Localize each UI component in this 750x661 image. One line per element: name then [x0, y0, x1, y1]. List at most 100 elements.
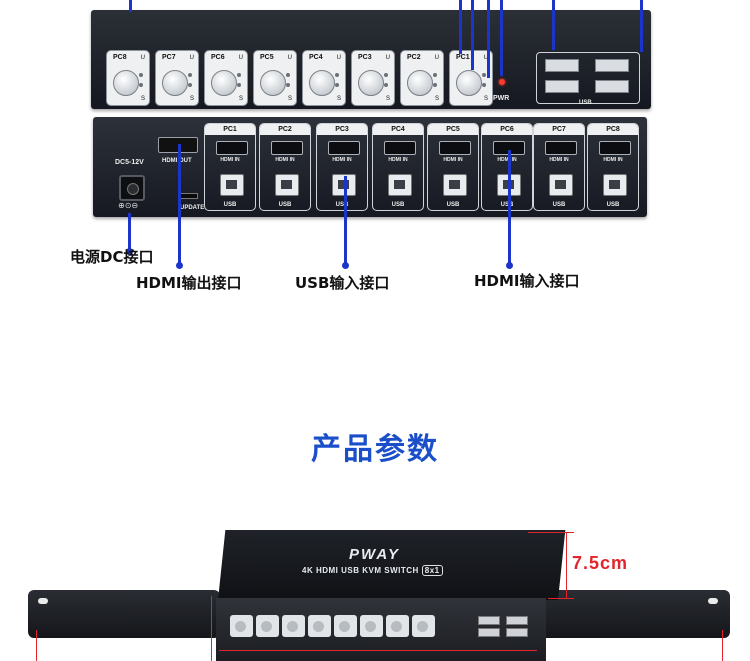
- hdmi-in-port: [216, 141, 248, 155]
- usb-label: USB: [391, 202, 405, 208]
- pointer-line: [459, 0, 462, 54]
- usb-port: [545, 59, 579, 72]
- front-button-pc3: PC3 U S: [351, 50, 395, 106]
- s-label: S: [189, 96, 194, 102]
- front-button-label: PC1: [456, 54, 470, 61]
- dc-polarity-icon: ⊕⊙⊖: [118, 201, 139, 210]
- mini-usb-port: [478, 628, 500, 637]
- power-led: [499, 79, 505, 85]
- pointer-line: [128, 213, 131, 253]
- rear-port-label: PC6: [482, 124, 532, 135]
- mini-button: [386, 615, 409, 637]
- rear-port-label: PC5: [428, 124, 478, 135]
- rear-port-label: PC1: [205, 124, 255, 135]
- usb-label: USB: [335, 202, 349, 208]
- hdmi-in-port: [384, 141, 416, 155]
- rear-port-group-pc4: PC4 HDMI IN USB: [372, 123, 424, 211]
- hdmi-out-label: HDMI OUT: [162, 158, 192, 164]
- callout-hdmi-out: HDMI输出接口: [136, 274, 242, 292]
- u-label: U: [140, 55, 145, 61]
- rear-port-group-pc8: PC8 HDMI IN USB: [587, 123, 639, 211]
- s-label: S: [287, 96, 292, 102]
- rear-port-group-pc6: PC6 HDMI IN USB: [481, 123, 533, 211]
- push-button: [162, 70, 188, 96]
- update-label: UPDATE: [180, 205, 205, 211]
- led-indicator: [384, 83, 388, 87]
- dimension-line: [566, 532, 567, 598]
- push-button: [358, 70, 384, 96]
- hdmi-in-label: HDMI IN: [443, 157, 463, 163]
- led-indicator: [286, 83, 290, 87]
- front-button-pc5: PC5 U S: [253, 50, 297, 106]
- mini-button: [360, 615, 383, 637]
- front-usb-ports: [536, 52, 640, 104]
- pointer-dot: [342, 262, 349, 269]
- led-indicator: [188, 73, 192, 77]
- pointer-line: [344, 176, 347, 266]
- s-label: S: [238, 96, 243, 102]
- usb-port: [545, 80, 579, 93]
- usb-label: USB: [500, 202, 514, 208]
- dimension-line: [211, 596, 212, 661]
- pointer-dot: [506, 262, 513, 269]
- pwr-label: PWR: [493, 95, 510, 102]
- pointer-dot: [176, 262, 183, 269]
- mini-button: [282, 615, 305, 637]
- rear-port-group-pc3: PC3 HDMI IN USB: [316, 123, 368, 211]
- push-button: [456, 70, 482, 96]
- mini-button: [230, 615, 253, 637]
- update-port: [180, 193, 198, 199]
- mini-usb-port: [506, 616, 528, 625]
- pointer-line: [552, 0, 555, 50]
- mini-button: [334, 615, 357, 637]
- led-indicator: [335, 73, 339, 77]
- hdmi-in-label: HDMI IN: [549, 157, 569, 163]
- led-indicator: [482, 83, 486, 87]
- hdmi-in-port: [439, 141, 471, 155]
- usb-label: USB: [278, 202, 292, 208]
- usb-label: USB: [446, 202, 460, 208]
- dimension-line: [528, 532, 574, 533]
- device-top: [218, 530, 566, 600]
- u-label: U: [385, 55, 390, 61]
- front-button-pc2: PC2 U S: [400, 50, 444, 106]
- hdmi-in-label: HDMI IN: [332, 157, 352, 163]
- mini-button: [256, 615, 279, 637]
- usb-port: [595, 59, 629, 72]
- led-indicator: [433, 73, 437, 77]
- pointer-line: [129, 0, 132, 12]
- led-indicator: [433, 83, 437, 87]
- front-button-label: PC5: [260, 54, 274, 61]
- front-button-label: PC3: [358, 54, 372, 61]
- usb-b-port: [275, 174, 299, 196]
- rear-port-label: PC4: [373, 124, 423, 135]
- usb-b-port: [549, 174, 573, 196]
- hdmi-in-port: [599, 141, 631, 155]
- hdmi-in-port: [271, 141, 303, 155]
- usb-port: [595, 80, 629, 93]
- usb-b-port: [388, 174, 412, 196]
- mini-button: [412, 615, 435, 637]
- usb-b-port: [603, 174, 627, 196]
- front-button-pc7: PC7 U S: [155, 50, 199, 106]
- model-name: 4K HDMI USB KVM SWITCH: [302, 566, 419, 575]
- hdmi-in-label: HDMI IN: [388, 157, 408, 163]
- pointer-dot: [126, 248, 133, 255]
- mini-usb-port: [506, 628, 528, 637]
- led-indicator: [482, 73, 486, 77]
- u-label: U: [483, 55, 488, 61]
- usb-label: USB: [552, 202, 566, 208]
- pointer-line: [487, 0, 490, 78]
- height-dimension: 7.5cm: [572, 553, 629, 573]
- push-button: [113, 70, 139, 96]
- front-button-label: PC7: [162, 54, 176, 61]
- led-indicator: [188, 83, 192, 87]
- u-label: U: [189, 55, 194, 61]
- dimension-line: [219, 650, 537, 651]
- led-indicator: [139, 83, 143, 87]
- front-button-label: PC6: [211, 54, 225, 61]
- rear-port-label: PC8: [588, 124, 638, 135]
- front-button-pc6: PC6 U S: [204, 50, 248, 106]
- brand-logo: PWAY: [349, 546, 401, 563]
